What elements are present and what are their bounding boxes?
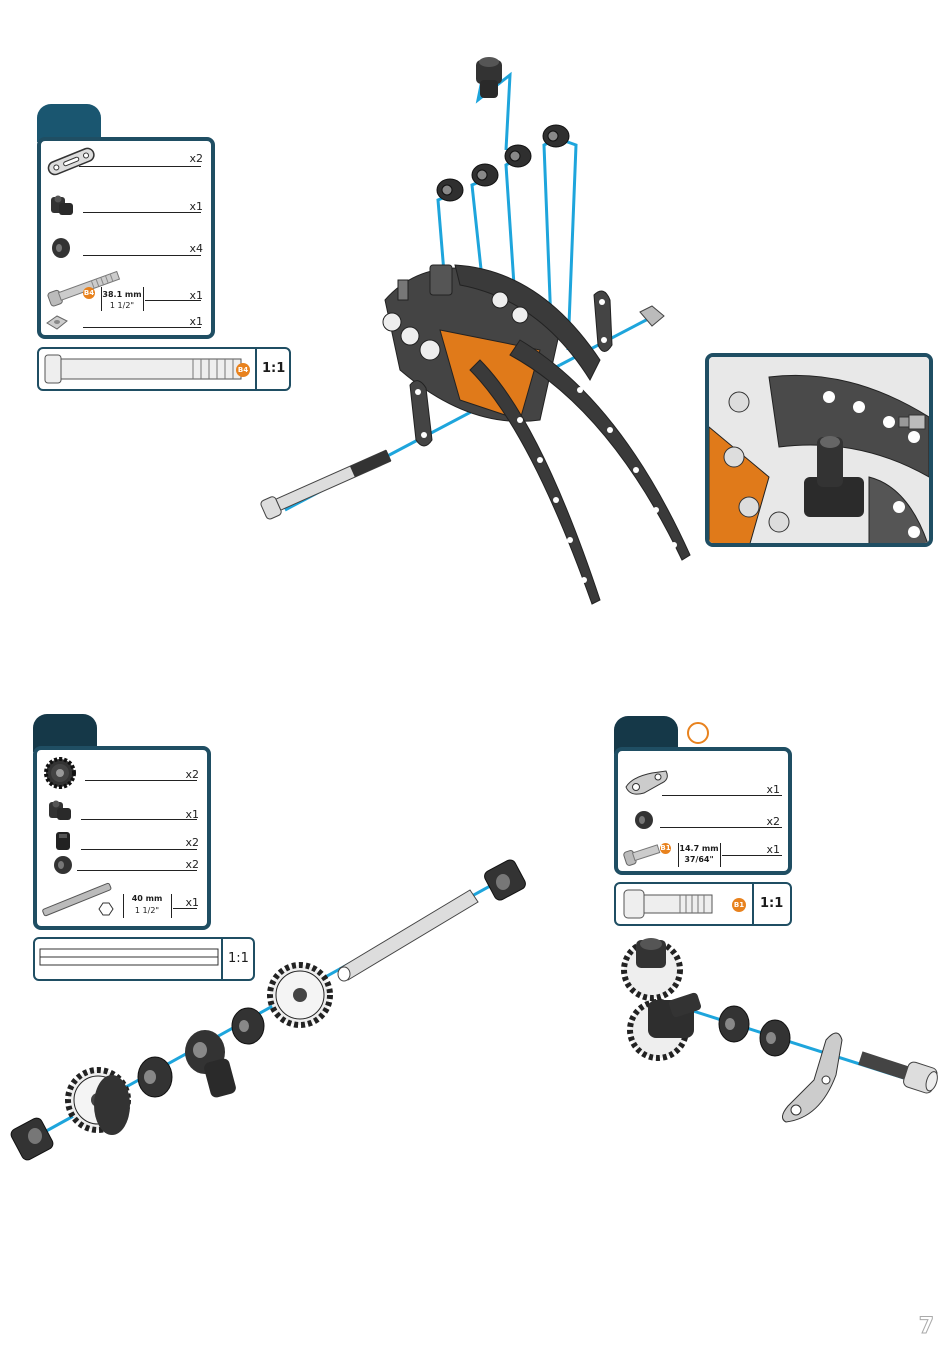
- parts-row: x1: [618, 765, 788, 797]
- bolt-actual-size-icon: [622, 886, 722, 922]
- spacer-part: [760, 1020, 790, 1056]
- detail-inset-illustration: [709, 357, 933, 547]
- gear-part: [68, 1070, 130, 1135]
- spacer-part: [138, 1057, 172, 1097]
- part-qty: x2: [766, 815, 780, 828]
- coupling-part: [185, 1030, 237, 1099]
- parts-row: x2: [37, 756, 207, 788]
- part-qty: x2: [185, 836, 199, 849]
- parts-row: x2: [37, 830, 207, 856]
- spacer-part: [232, 1008, 264, 1044]
- dim-inch-label: 37/64": [678, 855, 720, 865]
- bolt-part: [856, 1046, 940, 1095]
- long-bolt-part: [260, 446, 393, 520]
- part-qty: x1: [766, 843, 780, 856]
- spacer-part: [505, 145, 531, 167]
- step3-assembly-illustration: [610, 930, 950, 1130]
- part-qty: x1: [766, 783, 780, 796]
- scale-code-badge: B1: [732, 898, 746, 912]
- step3-marker-circle: [687, 722, 709, 744]
- scale-divider: [752, 884, 754, 924]
- spacer-part: [472, 164, 498, 186]
- dim-bracket-right: [720, 843, 721, 867]
- parts-row: x2: [618, 809, 788, 835]
- angle-bracket-icon: [622, 765, 672, 799]
- page-number: 7: [919, 1314, 934, 1339]
- gear-part: [270, 965, 330, 1025]
- step3-parts-panel: x1 x2 B1 14.7 mm 37/64" x1: [614, 747, 792, 875]
- part-code-badge: B1: [660, 843, 671, 854]
- step3-scale-panel: B1 1:1: [614, 882, 792, 926]
- hub-part: [482, 858, 527, 902]
- hub-icon: [53, 830, 73, 852]
- parts-row: x1: [37, 800, 207, 826]
- scale-ratio: 1:1: [760, 896, 783, 911]
- spacer-part: [719, 1006, 749, 1042]
- gear-stack-part: [624, 938, 702, 1058]
- threaded-coupling-icon: [47, 798, 75, 824]
- flat-bracket-part: [594, 291, 612, 352]
- parts-row: B1 14.7 mm 37/64" x1: [618, 839, 788, 871]
- spacer-icon: [632, 809, 656, 831]
- spacer-part: [437, 179, 463, 201]
- spacer-part: [543, 125, 569, 147]
- gear-icon: [43, 756, 77, 790]
- part-qty: x2: [185, 768, 199, 781]
- axle-part: [338, 890, 478, 981]
- part-qty: x1: [185, 808, 199, 821]
- detail-inset: [705, 353, 933, 547]
- hub-part: [9, 1116, 55, 1162]
- angle-bracket-part: [782, 1033, 842, 1122]
- dim-mm-label: 14.7 mm: [678, 844, 720, 854]
- bolt-icon: [622, 839, 662, 867]
